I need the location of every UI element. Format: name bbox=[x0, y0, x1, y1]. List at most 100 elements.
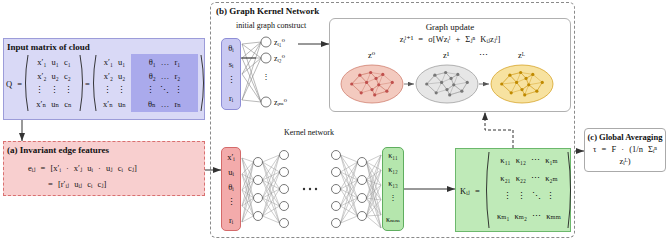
network-weight-line bbox=[367, 155, 382, 216]
graph-edge-line bbox=[525, 91, 537, 95]
node-formula: ⋯ bbox=[479, 49, 488, 61]
network-weight-line bbox=[242, 216, 254, 222]
graph-edge-line bbox=[525, 91, 537, 95]
neuron-circle bbox=[280, 219, 289, 228]
node-formula: κₘₘ bbox=[383, 214, 403, 226]
network-weight-line bbox=[367, 180, 382, 215]
graph-vertex bbox=[374, 77, 377, 80]
neuron-circle bbox=[332, 151, 341, 160]
neuron-circle bbox=[332, 168, 341, 177]
neuron-circle bbox=[358, 212, 367, 221]
graph-edge-line bbox=[352, 82, 367, 84]
matrix-brackets bbox=[26, 55, 571, 228]
ellipsis-dot bbox=[309, 188, 311, 190]
node-heading: x′ᵢ bbox=[222, 151, 240, 163]
node-heading: Graph update bbox=[330, 21, 570, 33]
network-weight-line bbox=[367, 198, 382, 228]
network-weight-line bbox=[367, 180, 382, 228]
graph-edge-line bbox=[375, 91, 387, 95]
graph-node-circle bbox=[261, 37, 271, 47]
graph-vertex bbox=[523, 93, 526, 96]
node-heading: Kᵢⱼ = bbox=[460, 185, 480, 197]
graph-vertex bbox=[433, 74, 436, 77]
node-formula: uᵢ bbox=[222, 166, 240, 178]
node-formula: eᵢⱼ = [x′ᵢ · x′ⱼ uᵢ · uⱼ cᵢ cⱼ] bbox=[28, 162, 137, 174]
network-weight-line bbox=[341, 162, 358, 223]
graph-vertex bbox=[445, 88, 448, 91]
connector-arrow bbox=[22, 120, 23, 141]
graph-vertex bbox=[381, 73, 384, 76]
graph-edge-line bbox=[502, 75, 510, 84]
network-weight-line bbox=[263, 180, 280, 189]
ellipsis-dot bbox=[315, 188, 317, 190]
graph-vertex bbox=[535, 90, 538, 93]
graph-vertex bbox=[531, 73, 534, 76]
network-weight-line bbox=[242, 198, 254, 222]
graph-edge-line bbox=[510, 72, 521, 75]
node-heading: zᵢ₁⁰ bbox=[274, 37, 285, 49]
network-weight-line bbox=[367, 215, 382, 216]
network-weight-line bbox=[263, 206, 280, 216]
node-formula: θᵢ bbox=[222, 181, 240, 193]
node-formula: ⋮ bbox=[260, 71, 272, 83]
graph-cloud-outline bbox=[341, 65, 403, 103]
node-formula: rᵢ bbox=[222, 92, 240, 104]
graph-vertex bbox=[541, 81, 544, 84]
node-formula: κₘ₁ κₘ₂ ⋯ κₘₘ bbox=[491, 210, 567, 222]
graph-edge-line bbox=[454, 82, 468, 84]
connector-arrow bbox=[404, 189, 455, 190]
node-formula: κ₁₁ κ₁₂ ⋯ κ₁ₘ bbox=[491, 154, 567, 166]
node-formula: ⋮ ⋮ ⋱ ⋮ bbox=[491, 190, 567, 202]
connector-arrow bbox=[298, 44, 329, 45]
neuron-circle bbox=[332, 219, 341, 228]
node-formula: z¹ bbox=[443, 49, 449, 61]
graph-edge-line bbox=[360, 72, 371, 75]
network-weight-line bbox=[367, 170, 382, 216]
graph-edge-line bbox=[435, 72, 446, 75]
connector-arrow bbox=[485, 112, 513, 148]
feature-fan bbox=[242, 42, 261, 102]
network-weight-line bbox=[367, 162, 382, 215]
graph-edge-line bbox=[375, 91, 387, 95]
node-formula: θ₂ … r₂ bbox=[133, 70, 196, 82]
graph-edge-line bbox=[379, 82, 393, 84]
graph-edge-line bbox=[502, 84, 511, 93]
graph-vertex bbox=[508, 74, 511, 77]
node-formula: x′₁ u₁ bbox=[99, 56, 130, 68]
graph-edge-line bbox=[352, 84, 361, 93]
graph-vertex bbox=[360, 91, 363, 94]
graph-cloud bbox=[491, 65, 553, 103]
network-weight-line bbox=[367, 162, 382, 228]
node-formula: θₙ … rₙ bbox=[133, 98, 196, 110]
network-weight-line bbox=[263, 162, 280, 206]
fan-line bbox=[242, 100, 261, 102]
graph-edge-line bbox=[427, 84, 436, 93]
neuron-circle bbox=[280, 168, 289, 177]
edge-feature-column: x′ᵢuᵢθᵢ⋮rᵢ bbox=[221, 147, 241, 231]
connector-group bbox=[22, 44, 584, 189]
node-formula: x′₂ u₂ bbox=[99, 70, 130, 82]
graph-edge-line bbox=[427, 82, 442, 84]
connector-arrow bbox=[575, 151, 584, 152]
graph-edge-line bbox=[352, 75, 360, 84]
graph-edge-line bbox=[361, 82, 366, 92]
network-weight-line bbox=[341, 198, 358, 223]
connector-arrow bbox=[241, 58, 256, 59]
edge-feature-box: (a) Invariant edge features eᵢⱼ = [x′ᵢ · … bbox=[3, 141, 205, 196]
graph-edge-line bbox=[529, 82, 543, 84]
node-formula: κ₁₂ bbox=[383, 164, 403, 176]
neuron-circle bbox=[280, 202, 289, 211]
network-weight-line bbox=[263, 155, 280, 216]
neuron-circle bbox=[358, 158, 367, 167]
node-heading: θᵢ bbox=[222, 42, 240, 54]
node-heading: (a) Invariant edge features bbox=[7, 144, 109, 156]
node-formula: x′₂ u₂ c₂ bbox=[31, 70, 77, 82]
node-formula: rᵢ bbox=[222, 214, 240, 226]
graph-vertex bbox=[435, 91, 438, 94]
fan-line bbox=[242, 58, 261, 100]
graph-vertex bbox=[350, 82, 353, 85]
edge-label: initial graph construct bbox=[235, 21, 307, 31]
feature-highlight bbox=[131, 54, 198, 112]
graph-edge-line bbox=[450, 91, 462, 95]
